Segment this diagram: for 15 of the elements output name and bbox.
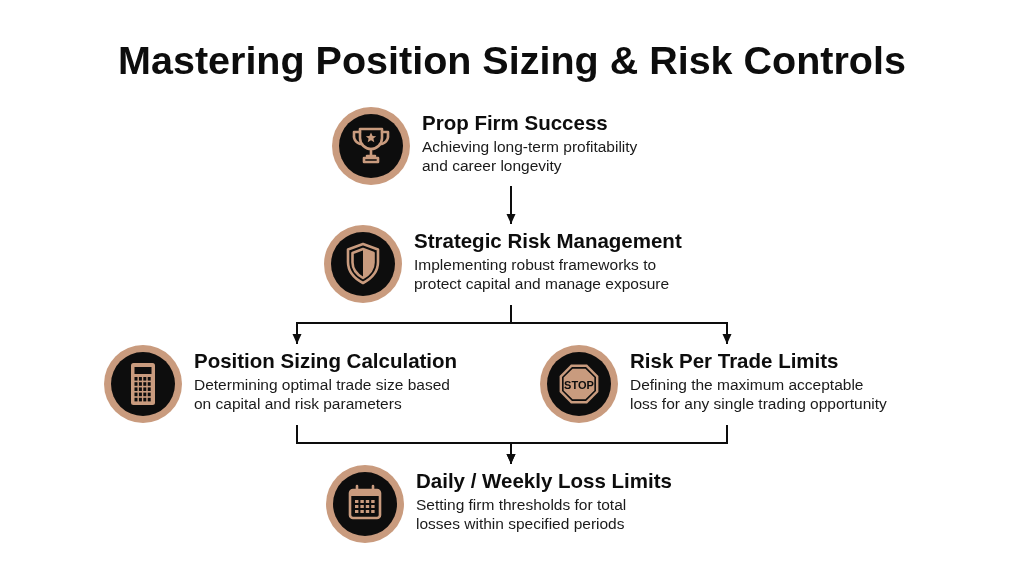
arrow <box>506 185 516 225</box>
node-description: Implementing robust frameworks to protect capital and manage exposure <box>414 255 671 293</box>
arrow <box>506 424 728 465</box>
node-description: Determining optimal trade size based on capital and risk parameters <box>194 375 451 413</box>
node-heading: Prop Firm Success <box>422 110 608 136</box>
node-heading: Position Sizing Calculation <box>194 348 458 374</box>
node-heading: Strategic Risk Management <box>414 228 682 254</box>
sign-text: STOP <box>564 379 594 391</box>
node-description: Defining the maximum acceptable loss for any single trading opportunity <box>630 375 888 413</box>
node-description: Setting firm thresholds for total losses within specified periods <box>416 495 628 533</box>
node-heading: Daily / Weekly Loss Limits <box>416 468 672 494</box>
node-description: Achieving long-term profitability and career longevity <box>422 137 639 175</box>
diagram-title: Mastering Position Sizing & Risk Controls <box>118 37 906 84</box>
arrow <box>510 304 732 345</box>
node-heading: Risk Per Trade Limits <box>630 348 839 374</box>
